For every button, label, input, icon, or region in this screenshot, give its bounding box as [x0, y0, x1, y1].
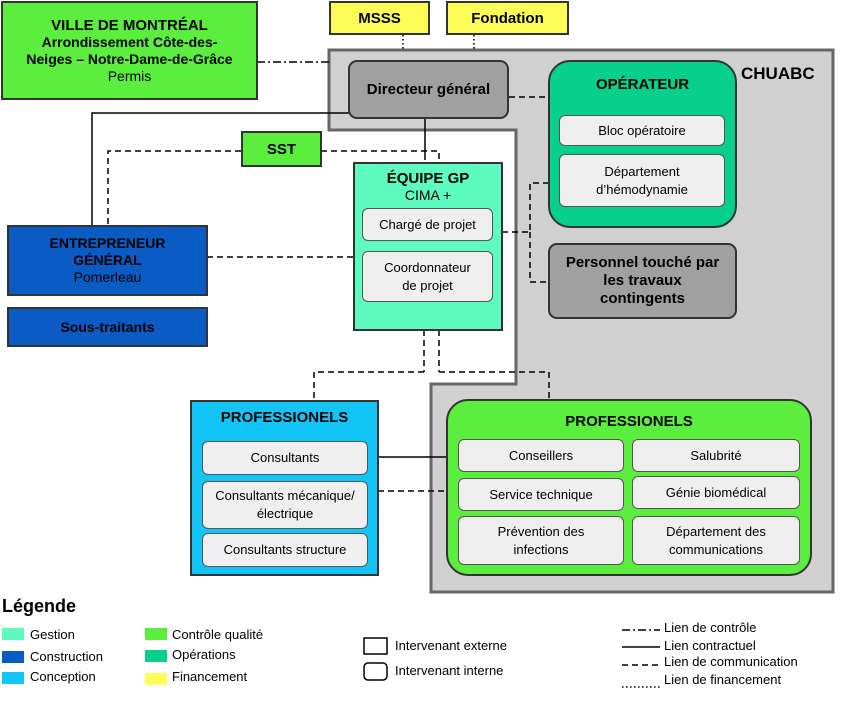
legend-financement: Financement — [172, 669, 248, 684]
legend-external-shape — [363, 637, 388, 655]
entrepreneur-general-box: ENTREPRENEUR GÉNÉRAL Pomerleau — [7, 225, 208, 296]
genie-biomedical-chip: Génie biomédical — [632, 476, 800, 509]
operateur-title: OPÉRATEUR — [595, 76, 690, 93]
service-technique-chip: Service technique — [458, 478, 624, 511]
departement-communications-chip: Département des communications — [632, 516, 800, 565]
prevention-infections-chip: Prévention des infections — [458, 516, 624, 565]
legend-swatch-construction — [2, 651, 24, 663]
consultants-chip: Consultants — [202, 441, 368, 475]
conseillers-chip: Conseillers — [458, 439, 624, 472]
legend-swatch-financement — [145, 673, 167, 685]
legend-controle: Contrôle qualité — [172, 627, 264, 642]
ville-title: VILLE DE MONTRÉAL — [51, 16, 208, 34]
salubrite-chip: Salubrité — [632, 439, 800, 472]
comm-link-equipe-personnel — [529, 232, 549, 283]
ville-montreal-box: VILLE DE MONTRÉAL Arrondissement Côte-de… — [1, 1, 258, 100]
consultants-meca-chip: Consultants mécanique/électrique — [202, 481, 368, 529]
legend-construction: Construction — [30, 649, 103, 664]
coordonnateur-chip: Coordonnateur de projet — [362, 251, 493, 302]
entrepreneur-title1: ENTREPRENEUR — [49, 235, 166, 251]
ville-line2: Neiges – Notre-Dame-de-Grâce — [26, 50, 233, 67]
comm-link-equipe-operateur — [502, 182, 549, 233]
comm-link-equipe-prof-externe — [313, 371, 424, 400]
sous-traitants-box: Sous-traitants — [7, 307, 208, 347]
equipe-sub: CIMA + — [404, 187, 452, 203]
legend-title: Légende — [2, 596, 77, 616]
msss-box: MSSS — [329, 1, 430, 35]
directeur-general-box: Directeur général — [348, 60, 509, 119]
legend-swatch-conception — [2, 672, 24, 684]
equipe-gp-box: ÉQUIPE GP CIMA + — [353, 162, 503, 331]
prof-externe-title: PROFESSIONELS — [220, 409, 349, 426]
legend-lien-communication: Lien de communication — [664, 654, 798, 669]
hemodynamie-chip: Département d’hémodynamie — [559, 154, 725, 207]
legend-lien-contractuel: Lien contractuel — [664, 638, 756, 653]
personnel-touche-box: Personnel touché par les travaux conting… — [548, 243, 737, 319]
ville-line1: Arrondissement Côte-des- — [41, 33, 218, 50]
comm-link-sst-equipe — [321, 150, 440, 162]
equipe-title: ÉQUIPE GP — [386, 170, 470, 187]
entrepreneur-sub: Pomerleau — [73, 269, 142, 285]
comm-link-sst — [107, 150, 241, 226]
legend-swatch-controle — [145, 628, 167, 640]
chuabc-label: CHUABC — [741, 64, 815, 83]
bloc-operatoire-chip: Bloc opératoire — [559, 115, 725, 146]
legend-externe: Intervenant externe — [395, 638, 508, 653]
legend-operations: Opérations — [172, 647, 236, 662]
legend-lien-financement: Lien de financement — [664, 672, 782, 687]
legend-swatch-gestion — [2, 628, 24, 640]
prof-interne-title: PROFESSIONELS — [565, 413, 693, 430]
charge-projet-chip: Chargé de projet — [362, 208, 493, 241]
legend-gestion: Gestion — [30, 627, 75, 642]
legend-conception: Conception — [30, 669, 96, 684]
entrepreneur-title2: GÉNÉRAL — [73, 252, 142, 268]
contract-link-entrepreneur — [91, 112, 426, 226]
legend-internal-shape — [363, 662, 388, 681]
consultants-structure-chip: Consultants structure — [202, 533, 368, 567]
legend-swatch-operations — [145, 650, 167, 662]
fondation-box: Fondation — [446, 1, 569, 35]
legend-lien-controle: Lien de contrôle — [664, 620, 757, 635]
sst-box: SST — [241, 131, 322, 167]
ville-sub: Permis — [107, 67, 152, 84]
legend-interne: Intervenant interne — [395, 663, 504, 678]
comm-link-equipe-prof-interne — [439, 371, 550, 400]
